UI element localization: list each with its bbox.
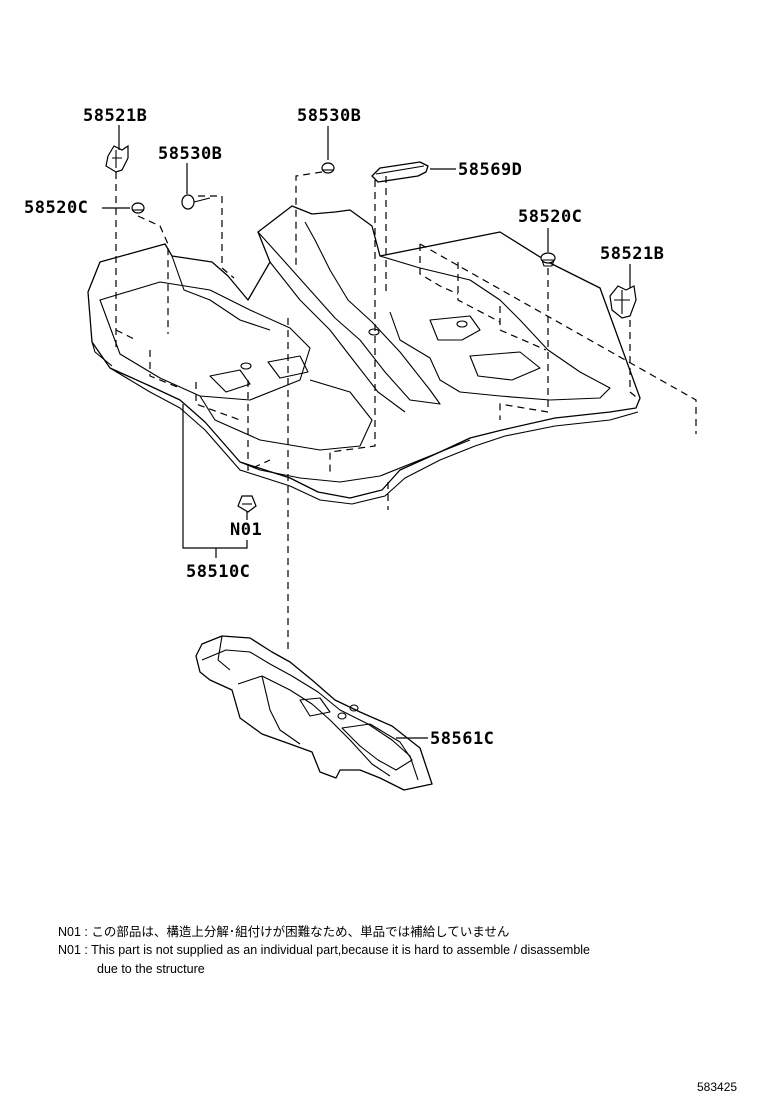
label-58530b-top: 58530B xyxy=(297,106,362,126)
rear-plate-58569d xyxy=(371,161,429,183)
label-58510c: 58510C xyxy=(186,562,251,582)
floor-carpet-58510c xyxy=(87,205,641,505)
label-58521b-left: 58521B xyxy=(83,106,148,126)
grommet-58520c-left-icon xyxy=(131,202,145,214)
label-58520c-left: 58520C xyxy=(24,198,89,218)
tunnel-cover-58561c xyxy=(195,635,433,791)
label-58569d: 58569D xyxy=(458,160,523,180)
assembly-dashed-lines xyxy=(115,171,697,650)
note-line-english: N01 : This part is not supplied as an in… xyxy=(58,943,591,957)
label-58520c-right: 58520C xyxy=(518,207,583,227)
pin-58530b-top-icon xyxy=(321,162,335,174)
clip-58521b-left-icon xyxy=(105,144,129,173)
clip-58521b-right-icon xyxy=(609,285,637,319)
nut-n01-icon xyxy=(237,495,257,513)
note-line-japanese: N01 : この部品は、構造上分解･組付けが困難なため、単品では補給していません xyxy=(58,925,510,939)
label-n01: N01 xyxy=(230,520,263,540)
figure-number: 583425 xyxy=(697,1080,738,1094)
label-58530b-left: 58530B xyxy=(158,144,223,164)
grommet-58520c-right-icon xyxy=(540,252,556,267)
pin-58530b-left-icon xyxy=(181,194,211,210)
label-58521b-right: 58521B xyxy=(600,244,665,264)
label-58561c: 58561C xyxy=(430,729,495,749)
leader-lines xyxy=(102,125,631,739)
note-line-english-cont: due to the structure xyxy=(97,962,205,976)
